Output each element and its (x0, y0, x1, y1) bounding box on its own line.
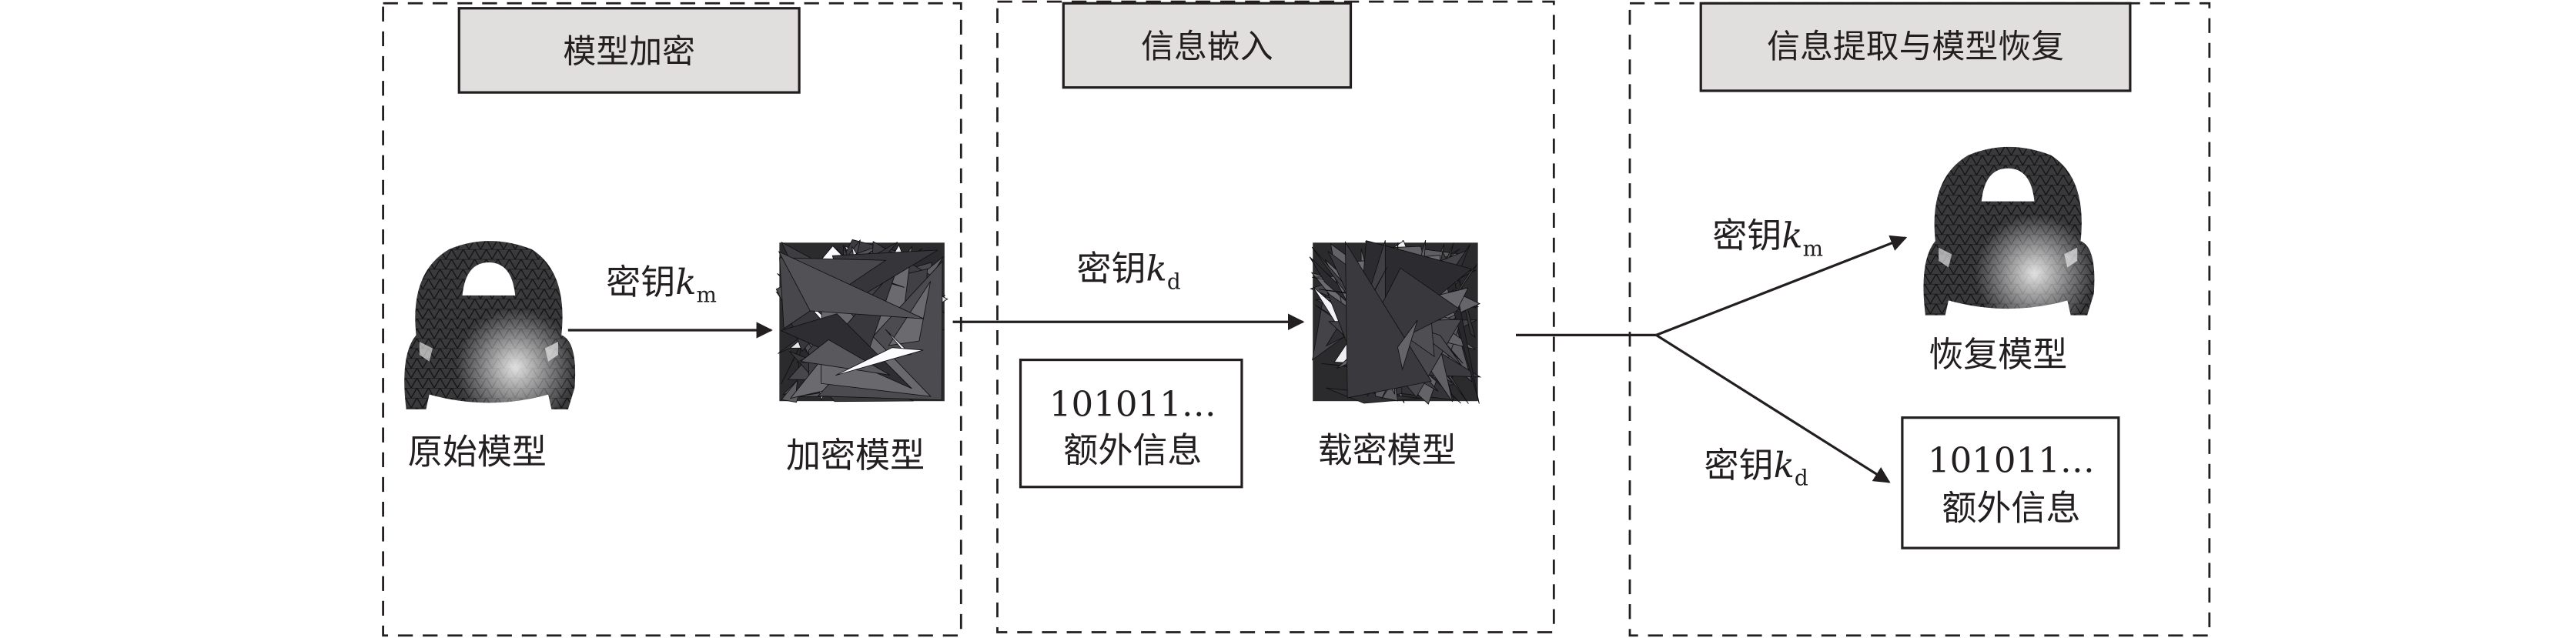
encrypted-model-image (775, 239, 948, 403)
stage-title-box (1699, 2, 2132, 92)
marked-model-image (1309, 239, 1482, 405)
recovery-arrow (1655, 235, 1908, 336)
extracted-info-label: 额外信息 (1942, 488, 2080, 529)
stage-title-box (457, 7, 801, 94)
key-kd-label: 密钥kd (1076, 249, 1180, 295)
extra-info-box (1019, 358, 1243, 489)
encrypted-model-label: 加密模型 (786, 435, 925, 476)
key-km-label: 密钥km (1712, 215, 1823, 262)
stage-panel-embedding (996, 0, 1555, 633)
original-model-label: 原始模型 (408, 432, 547, 473)
stage-title-box (1062, 2, 1353, 89)
original-car-model-image (404, 241, 576, 409)
stage-title: 模型加密 (563, 33, 695, 72)
marked-model-label: 载密模型 (1318, 430, 1457, 471)
extracted-info-bits: 101011… (1928, 439, 2095, 480)
stage-panel-encryption (382, 2, 962, 637)
recovered-car-model-image (1923, 146, 2095, 316)
stage-title: 信息提取与模型恢复 (1767, 28, 2064, 66)
extracted-info-box (1901, 416, 2120, 549)
recovered-model-label: 恢复模型 (1929, 334, 2067, 375)
key-km-label: 密钥km (606, 262, 717, 308)
extraction-arrow (1655, 334, 1891, 483)
extra-info-label: 额外信息 (1063, 430, 1202, 471)
stage-panel-extraction (1628, 2, 2211, 637)
extra-info-bits: 101011… (1049, 384, 1216, 425)
stage-title: 信息嵌入 (1141, 28, 1273, 66)
key-kd-label: 密钥kd (1705, 445, 1808, 491)
